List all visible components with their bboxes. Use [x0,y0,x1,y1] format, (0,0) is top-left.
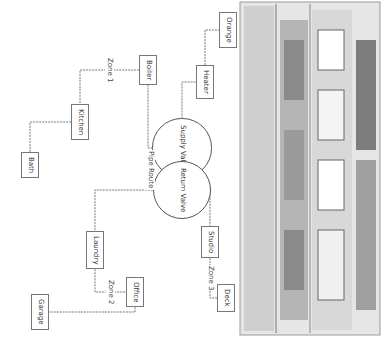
room-box: Bath [21,152,39,178]
room-box: Office [126,277,144,307]
edge-label: Zone 1 [105,57,115,84]
room-box: Boiler [139,55,157,85]
node-label: Heater [199,68,211,96]
node-label: Kitchen [74,107,86,137]
room-box: Laundry [86,231,104,270]
node-label: Orange [222,15,234,45]
node-label: Studio [204,229,216,255]
room-box: Studio [201,226,219,258]
room-box: Orange [219,12,237,48]
pipe-connector [49,307,135,312]
pipe-connector [30,122,71,152]
node-label: Office [129,280,141,304]
pipe-connector [148,85,152,148]
node-label: Deck [220,287,232,309]
pipe-connector [95,190,153,231]
room-box: Kitchen [71,104,89,140]
valve-circle: Return Valve [153,161,211,219]
room-box: Deck [217,284,235,312]
note-label: Pipe Route [145,150,155,189]
room-box: Heater [196,65,214,99]
pipe-connector [182,82,196,118]
pipe-connector [205,30,219,65]
node-label: Garage [34,297,46,327]
edge-label: Zone 3 [205,265,215,292]
node-label: Return Valve [176,166,188,214]
node-label: Boiler [142,58,154,82]
node-label: Laundry [89,234,101,267]
node-label: Bath [24,155,36,175]
edge-label: Zone 2 [106,279,116,306]
room-box: Garage [31,294,49,330]
